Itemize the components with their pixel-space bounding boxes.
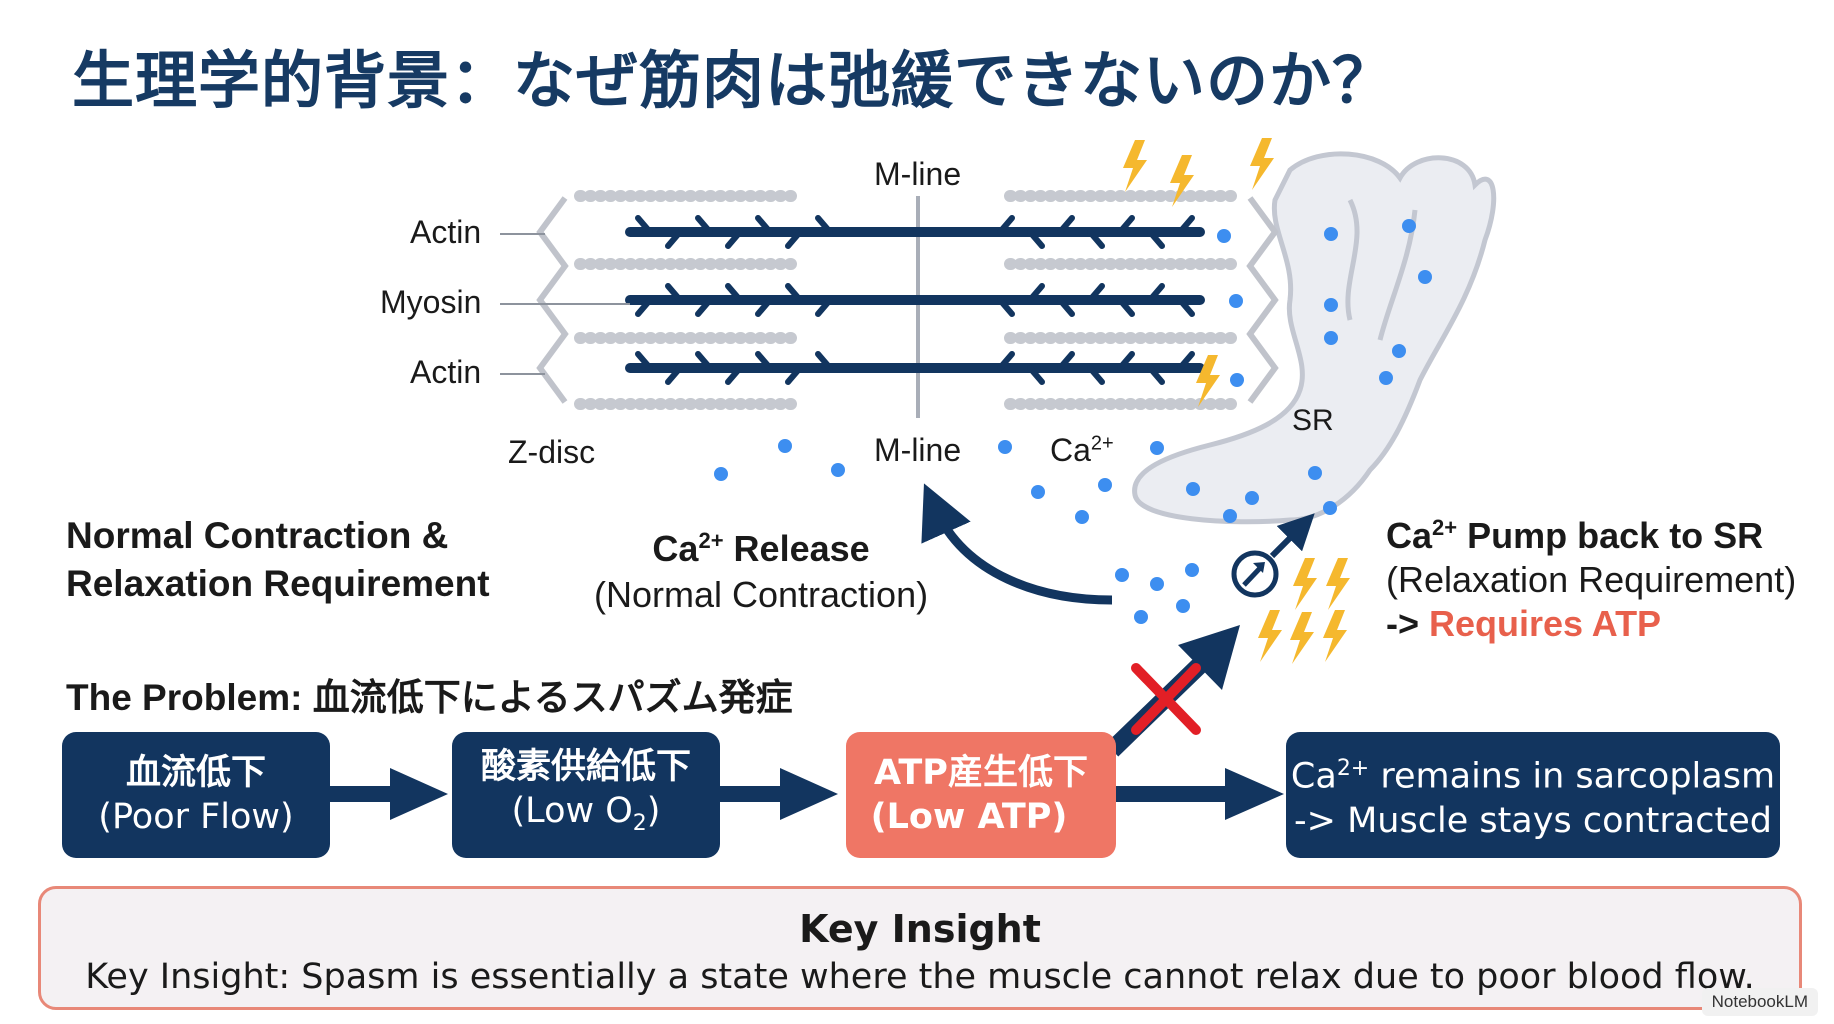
flow-box-2-title: 酸素供給低下	[480, 746, 691, 787]
requirement-prefix: ->	[1386, 603, 1430, 644]
calcium-pump-icon	[1231, 513, 1315, 598]
heading-line-1: Normal Contraction &	[66, 515, 449, 556]
remains-ca: Ca	[1290, 756, 1337, 797]
actin-label-top: Actin	[410, 214, 482, 250]
actin-label-bottom: Actin	[410, 354, 482, 390]
calcium-text: Ca	[1050, 432, 1091, 468]
low-o-close: )	[646, 790, 661, 831]
calcium-release-label: Ca2+ Release (Normal Contraction)	[594, 518, 928, 618]
flow-box-1-subtitle: (Poor Flow)	[98, 797, 294, 837]
pump-requirement: -> Requires ATP	[1386, 602, 1796, 646]
flow-box-low-atp: ATP産生低下 (Low ATP)	[846, 732, 1116, 858]
blocked-cross-icon	[1131, 663, 1201, 735]
release-subtitle: (Normal Contraction)	[594, 574, 929, 615]
calcium-label: Ca2+	[1050, 432, 1114, 469]
key-insight-title: Key Insight	[799, 907, 1041, 951]
o2-subscript: 2	[632, 810, 647, 836]
flow-box-poor-flow: 血流低下 (Poor Flow)	[62, 732, 330, 858]
flow-arrows	[330, 768, 1284, 820]
calcium-charge: 2+	[1090, 432, 1114, 455]
m-line-label-bottom: M-line	[874, 432, 962, 468]
low-o-text: (Low O	[511, 790, 633, 831]
label-leaders	[500, 233, 630, 375]
normal-contraction-heading: Normal Contraction & Relaxation Requirem…	[66, 512, 490, 608]
z-disc-right	[1246, 196, 1279, 404]
sr-label: SR	[1292, 404, 1334, 437]
key-insight-box: Key Insight Key Insight: Spasm is essent…	[38, 886, 1802, 1010]
key-insight-body: Key Insight: Spasm is essentially a stat…	[85, 957, 1755, 997]
heading-line-2: Relaxation Requirement	[66, 563, 490, 604]
flow-box-2-subtitle: (Low O2)	[512, 789, 661, 846]
release-text: Release	[723, 528, 870, 569]
requires-atp-text: Requires ATP	[1429, 603, 1662, 644]
flow-box-1-title: 血流低下	[125, 753, 266, 793]
myosin-filaments	[625, 215, 1205, 385]
calcium-release-arrow	[921, 483, 1113, 605]
release-ca: Ca	[652, 528, 699, 569]
release-charge: 2+	[698, 528, 724, 553]
flow-box-3-title: ATP産生低下	[874, 753, 1088, 793]
notebooklm-watermark: NotebookLM	[1701, 988, 1818, 1016]
pump-title: Ca2+ Pump back to SR	[1386, 506, 1796, 558]
calcium-pump-label: Ca2+ Pump back to SR (Relaxation Require…	[1386, 506, 1796, 646]
remains-text: remains in sarcoplasm	[1369, 756, 1776, 797]
calcium-ions	[714, 219, 1432, 624]
pump-ca: Ca	[1386, 515, 1433, 556]
flow-box-3-subtitle: (Low ATP)	[870, 797, 1068, 837]
problem-prefix: The Problem:	[66, 677, 313, 718]
remains-charge: 2+	[1336, 756, 1370, 782]
flow-box-muscle-contracted: Ca2+ remains in sarcoplasm -> Muscle sta…	[1286, 732, 1780, 858]
z-disc-label: Z-disc	[508, 434, 596, 470]
pump-charge: 2+	[1432, 515, 1458, 540]
problem-heading: The Problem: 血流低下によるスパズム発症	[66, 667, 793, 721]
page-title: 生理学的背景：なぜ筋肉は弛緩できないのか？	[72, 44, 1396, 117]
m-line-label-top: M-line	[874, 156, 962, 192]
problem-text: 血流低下によるスパズム発症	[312, 676, 793, 719]
pump-subtitle: (Relaxation Requirement)	[1386, 559, 1797, 600]
flow-box-low-oxygen: 酸素供給低下 (Low O2)	[452, 732, 720, 858]
myosin-label: Myosin	[380, 284, 482, 320]
z-disc-left	[536, 196, 569, 404]
actin-filaments	[574, 190, 1246, 410]
flow-box-4-line-2: -> Muscle stays contracted	[1294, 800, 1772, 841]
pump-text: Pump back to SR	[1457, 515, 1764, 556]
flow-box-4-line-1: Ca2+ remains in sarcoplasm	[1291, 747, 1775, 799]
release-title: Ca2+ Release	[594, 518, 928, 572]
